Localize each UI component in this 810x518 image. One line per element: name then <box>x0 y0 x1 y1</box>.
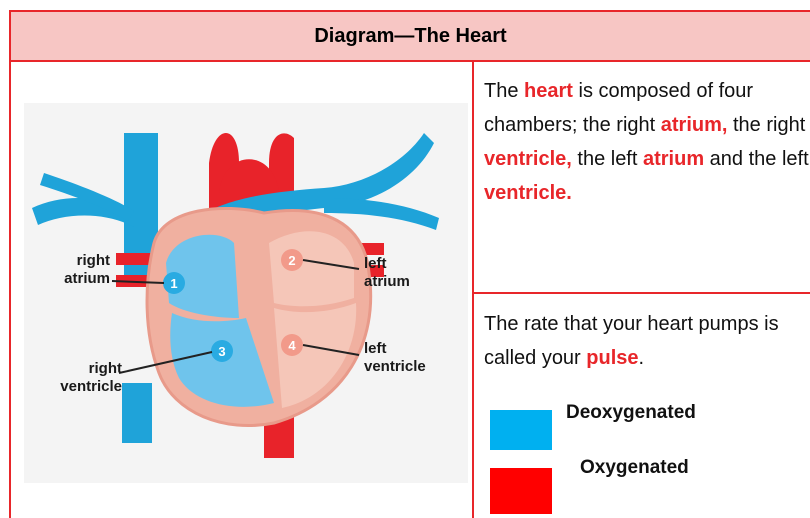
term-ventricle-2: ventricle. <box>484 182 572 204</box>
label-right-atrium-2: atrium <box>64 270 110 287</box>
term-ventricle: ventricle, <box>484 148 572 170</box>
column-divider <box>472 62 474 518</box>
heart-illustration: 1 2 3 4 right atrium left atrium right v… <box>24 103 468 483</box>
oxygenated-swatch <box>490 468 552 514</box>
oxygenated-label: Oxygenated <box>580 457 689 479</box>
label-left-atrium-2: atrium <box>364 273 410 290</box>
marker-1: 1 <box>170 276 177 291</box>
heart-description: The heart is composed of four chambers; … <box>484 74 810 210</box>
label-right-atrium-1: right <box>77 252 110 269</box>
header-divider <box>11 60 810 62</box>
marker-2: 2 <box>288 253 295 268</box>
label-left-ventricle-2: ventricle <box>364 358 426 375</box>
marker-4: 4 <box>288 338 296 353</box>
marker-3: 3 <box>218 344 225 359</box>
pulse-description: The rate that your heart pumps is called… <box>484 307 810 375</box>
term-pulse: pulse <box>586 347 638 369</box>
label-left-ventricle-1: left <box>364 340 387 357</box>
term-atrium-2: atrium <box>643 148 704 170</box>
heart-diagram: 1 2 3 4 right atrium left atrium right v… <box>24 103 468 483</box>
label-left-atrium-1: left <box>364 255 387 272</box>
label-right-ventricle-1: right <box>89 360 122 377</box>
term-heart: heart <box>524 80 573 102</box>
label-right-ventricle-2: ventricle <box>60 378 122 395</box>
deoxygenated-swatch <box>490 410 552 450</box>
page-title: Diagram—The Heart <box>11 12 810 60</box>
term-atrium: atrium, <box>661 114 728 136</box>
deoxygenated-label: Deoxygenated <box>566 402 696 424</box>
row-divider <box>474 292 810 294</box>
